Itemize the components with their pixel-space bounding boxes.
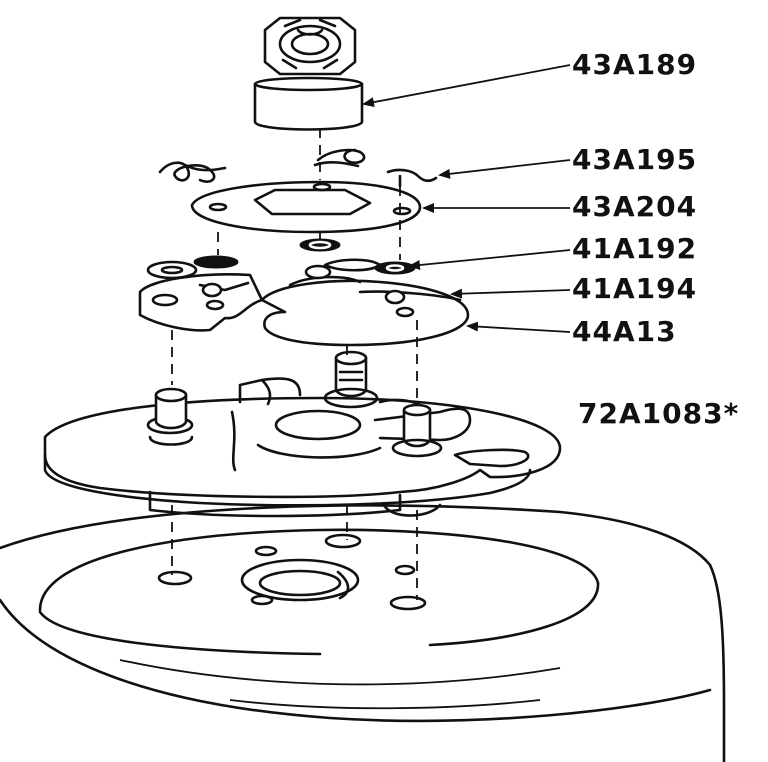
terminal-nut — [253, 16, 364, 131]
washers — [146, 238, 416, 280]
breaker-plate — [43, 350, 562, 518]
retaining-clips — [158, 148, 438, 188]
part-label-43a204: 43A204 — [572, 190, 698, 223]
part-label-41a194: 41A194 — [572, 272, 698, 305]
spacer-plate — [190, 180, 422, 234]
contact-set — [138, 264, 470, 347]
distributor-housing — [0, 504, 726, 762]
assembly-lines — [171, 128, 418, 600]
part-label-44a13: 44A13 — [572, 315, 677, 348]
part-label-43a195: 43A195 — [572, 143, 698, 176]
leader-arrows — [362, 64, 571, 333]
part-label-72a1083: 72A1083* — [578, 397, 740, 430]
part-label-43a189: 43A189 — [572, 48, 698, 81]
part-label-41a192: 41A192 — [572, 232, 698, 265]
